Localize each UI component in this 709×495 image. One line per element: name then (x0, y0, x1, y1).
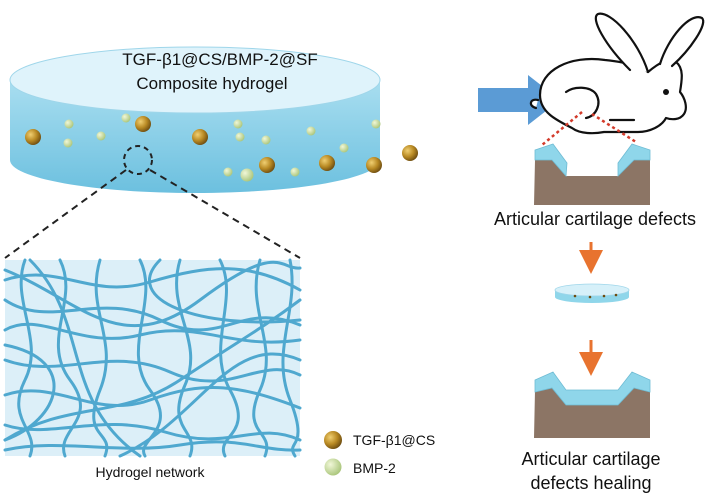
hydrogel-title: TGF-β1@CS/BMP-2@SF (122, 50, 318, 69)
healing-label-line2: defects healing (530, 473, 652, 493)
bmp-particle-icon (324, 458, 342, 476)
small-hydrogel-disc (554, 283, 630, 303)
legend (324, 431, 342, 476)
cartilage-healed-block (534, 371, 651, 438)
hydrogel-subtitle: Composite hydrogel (136, 74, 288, 93)
legend-bmp-label: BMP-2 (353, 460, 396, 476)
defect-site-lines (541, 111, 637, 146)
healing-label-line1: Articular cartilage (521, 449, 661, 469)
zoom-indicator (4, 145, 301, 259)
rabbit-icon (529, 12, 705, 135)
tgf-particles (25, 116, 418, 173)
tgf-particle-icon (324, 431, 342, 449)
blue-arrow (478, 75, 560, 125)
network-label: Hydrogel network (95, 464, 205, 480)
defects-label: Articular cartilage defects (493, 209, 697, 229)
cartilage-defect-block (534, 143, 651, 205)
bmp-particles (63, 113, 381, 182)
legend-tgf-label: TGF-β1@CS (353, 432, 436, 448)
hydrogel-network-panel (3, 258, 302, 458)
